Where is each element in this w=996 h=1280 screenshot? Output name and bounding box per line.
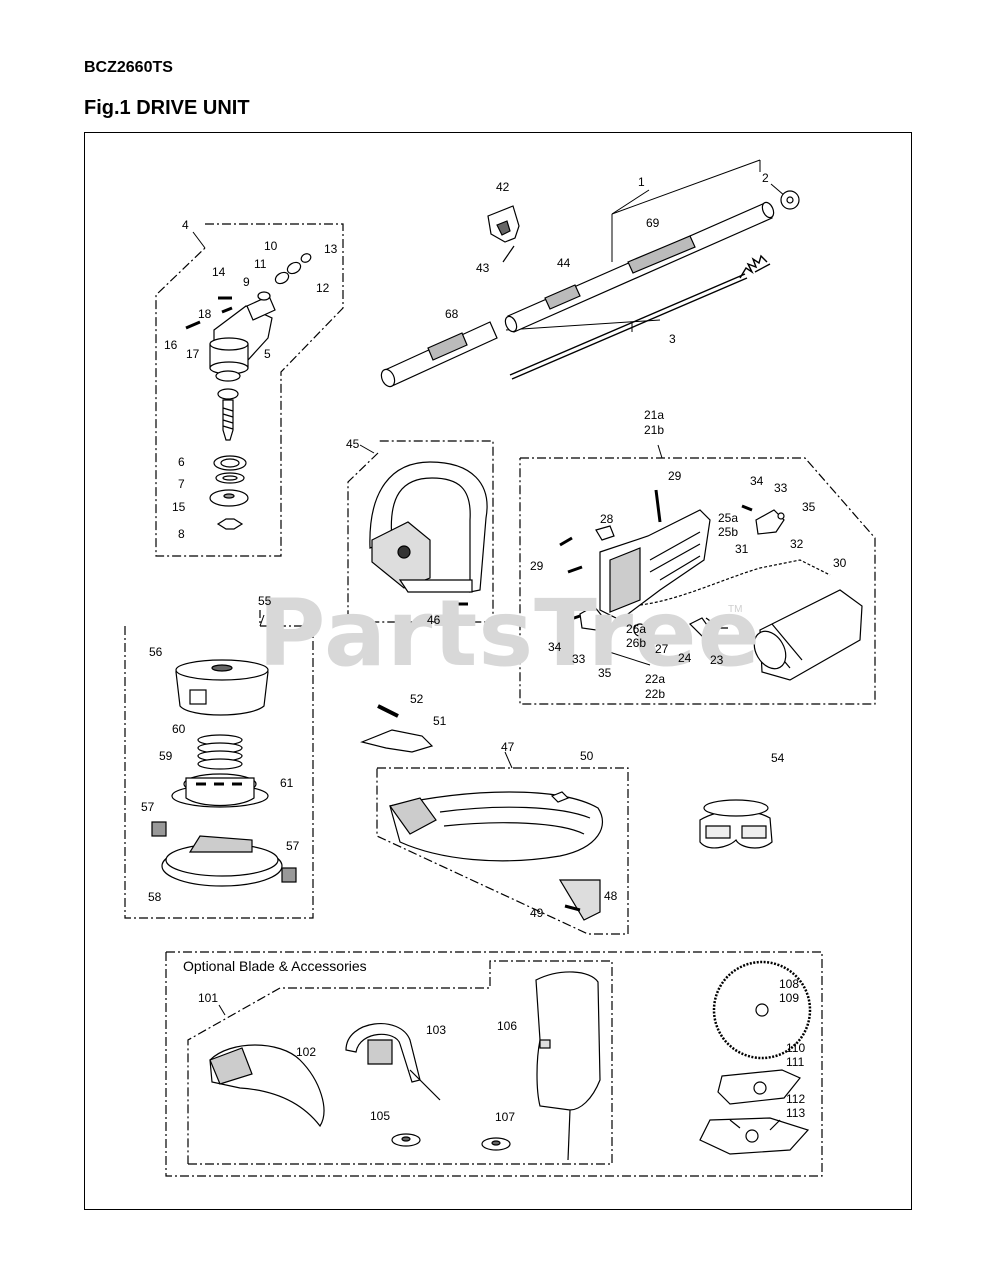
callout-51: 51 <box>433 714 447 728</box>
callout-10: 10 <box>264 239 278 253</box>
callout-31: 31 <box>735 542 749 556</box>
handle-loop <box>369 461 488 606</box>
callout-22a: 22a <box>645 672 666 686</box>
callout-68: 68 <box>445 307 459 321</box>
callout-110: 110 <box>786 1041 806 1055</box>
callout-112: 112 <box>786 1092 806 1106</box>
goggles <box>699 799 773 849</box>
callout-29-left: 29 <box>530 559 544 573</box>
callout-101: 101 <box>198 991 219 1005</box>
callout-25a: 25a <box>718 511 739 525</box>
callout-49: 49 <box>530 906 544 920</box>
callout-34-left: 34 <box>548 640 562 654</box>
callout-24: 24 <box>678 651 692 665</box>
flex-shaft <box>509 254 771 380</box>
callout-46: 46 <box>427 613 441 627</box>
clamp-42 <box>487 205 520 263</box>
gear-case <box>185 253 312 530</box>
callout-6: 6 <box>178 455 185 469</box>
callout-25b: 25b <box>718 525 739 539</box>
model-number: BCZ2660TS <box>84 59 173 76</box>
group-outlines <box>124 223 876 1177</box>
callout-33-right: 33 <box>774 481 788 495</box>
callout-34-right: 34 <box>750 474 764 488</box>
callout-57-left: 57 <box>141 800 155 814</box>
callout-58: 58 <box>148 890 162 904</box>
callout-48: 48 <box>604 889 618 903</box>
callout-11: 11 <box>254 257 267 271</box>
callout-45: 45 <box>346 437 360 451</box>
callout-54: 54 <box>771 751 785 765</box>
callout-5: 5 <box>264 347 271 361</box>
callout-15: 15 <box>172 500 186 514</box>
callout-22b: 22b <box>645 687 666 701</box>
callout-9: 9 <box>243 275 250 289</box>
accessories <box>209 960 812 1161</box>
callout-43: 43 <box>476 261 490 275</box>
callout-103: 103 <box>426 1023 447 1037</box>
callout-111: 111 <box>786 1055 805 1069</box>
callout-102: 102 <box>296 1045 317 1059</box>
callout-113: 113 <box>786 1106 806 1120</box>
callout-55: 55 <box>258 594 272 608</box>
callout-105: 105 <box>370 1109 391 1123</box>
callout-106: 106 <box>497 1019 518 1033</box>
callout-4: 4 <box>182 218 189 232</box>
callout-44: 44 <box>557 256 571 270</box>
rear-handle-assembly <box>559 489 863 681</box>
callout-28: 28 <box>600 512 614 526</box>
watermark-trademark: TM <box>728 604 743 615</box>
optional-accessories-title: Optional Blade & Accessories <box>183 958 367 974</box>
callout-16: 16 <box>164 338 178 352</box>
figure-title: Fig.1 DRIVE UNIT <box>84 97 250 119</box>
callout-108: 108 <box>779 977 800 991</box>
partstree-watermark: PartsTree <box>258 580 761 687</box>
callout-59: 59 <box>159 749 173 763</box>
callout-60: 60 <box>172 722 186 736</box>
callout-12: 12 <box>316 281 330 295</box>
callout-47: 47 <box>501 740 515 754</box>
callout-69: 69 <box>646 216 660 230</box>
callout-33-left: 33 <box>572 652 586 666</box>
callout-23: 23 <box>710 653 724 667</box>
cutter-head <box>151 659 297 887</box>
callout-26a: 26a <box>626 622 647 636</box>
callout-42: 42 <box>496 180 510 194</box>
callout-2: 2 <box>762 171 769 185</box>
callout-1: 1 <box>638 175 645 189</box>
callout-17: 17 <box>186 347 200 361</box>
callout-57-right: 57 <box>286 839 300 853</box>
callout-21b: 21b <box>644 423 665 437</box>
callout-30: 30 <box>833 556 847 570</box>
callout-8: 8 <box>178 527 185 541</box>
callout-26b: 26b <box>626 636 647 650</box>
callout-109: 109 <box>779 991 800 1005</box>
callout-21a: 21a <box>644 408 665 422</box>
callout-14: 14 <box>212 265 226 279</box>
callout-35-right: 35 <box>802 500 816 514</box>
callout-18: 18 <box>198 307 212 321</box>
callout-50: 50 <box>580 749 594 763</box>
callout-27: 27 <box>655 642 669 656</box>
callout-13: 13 <box>324 242 338 256</box>
callout-29-top: 29 <box>668 469 682 483</box>
callout-52: 52 <box>410 692 424 706</box>
guard <box>360 704 603 921</box>
diagram-frame <box>84 132 912 1210</box>
callout-7: 7 <box>178 477 185 491</box>
callout-3: 3 <box>669 332 676 346</box>
callout-32: 32 <box>790 537 804 551</box>
callout-107: 107 <box>495 1110 516 1124</box>
drive-shaft-tube <box>380 190 800 388</box>
callout-56: 56 <box>149 645 163 659</box>
callout-35-left: 35 <box>598 666 612 680</box>
callout-61: 61 <box>280 776 294 790</box>
